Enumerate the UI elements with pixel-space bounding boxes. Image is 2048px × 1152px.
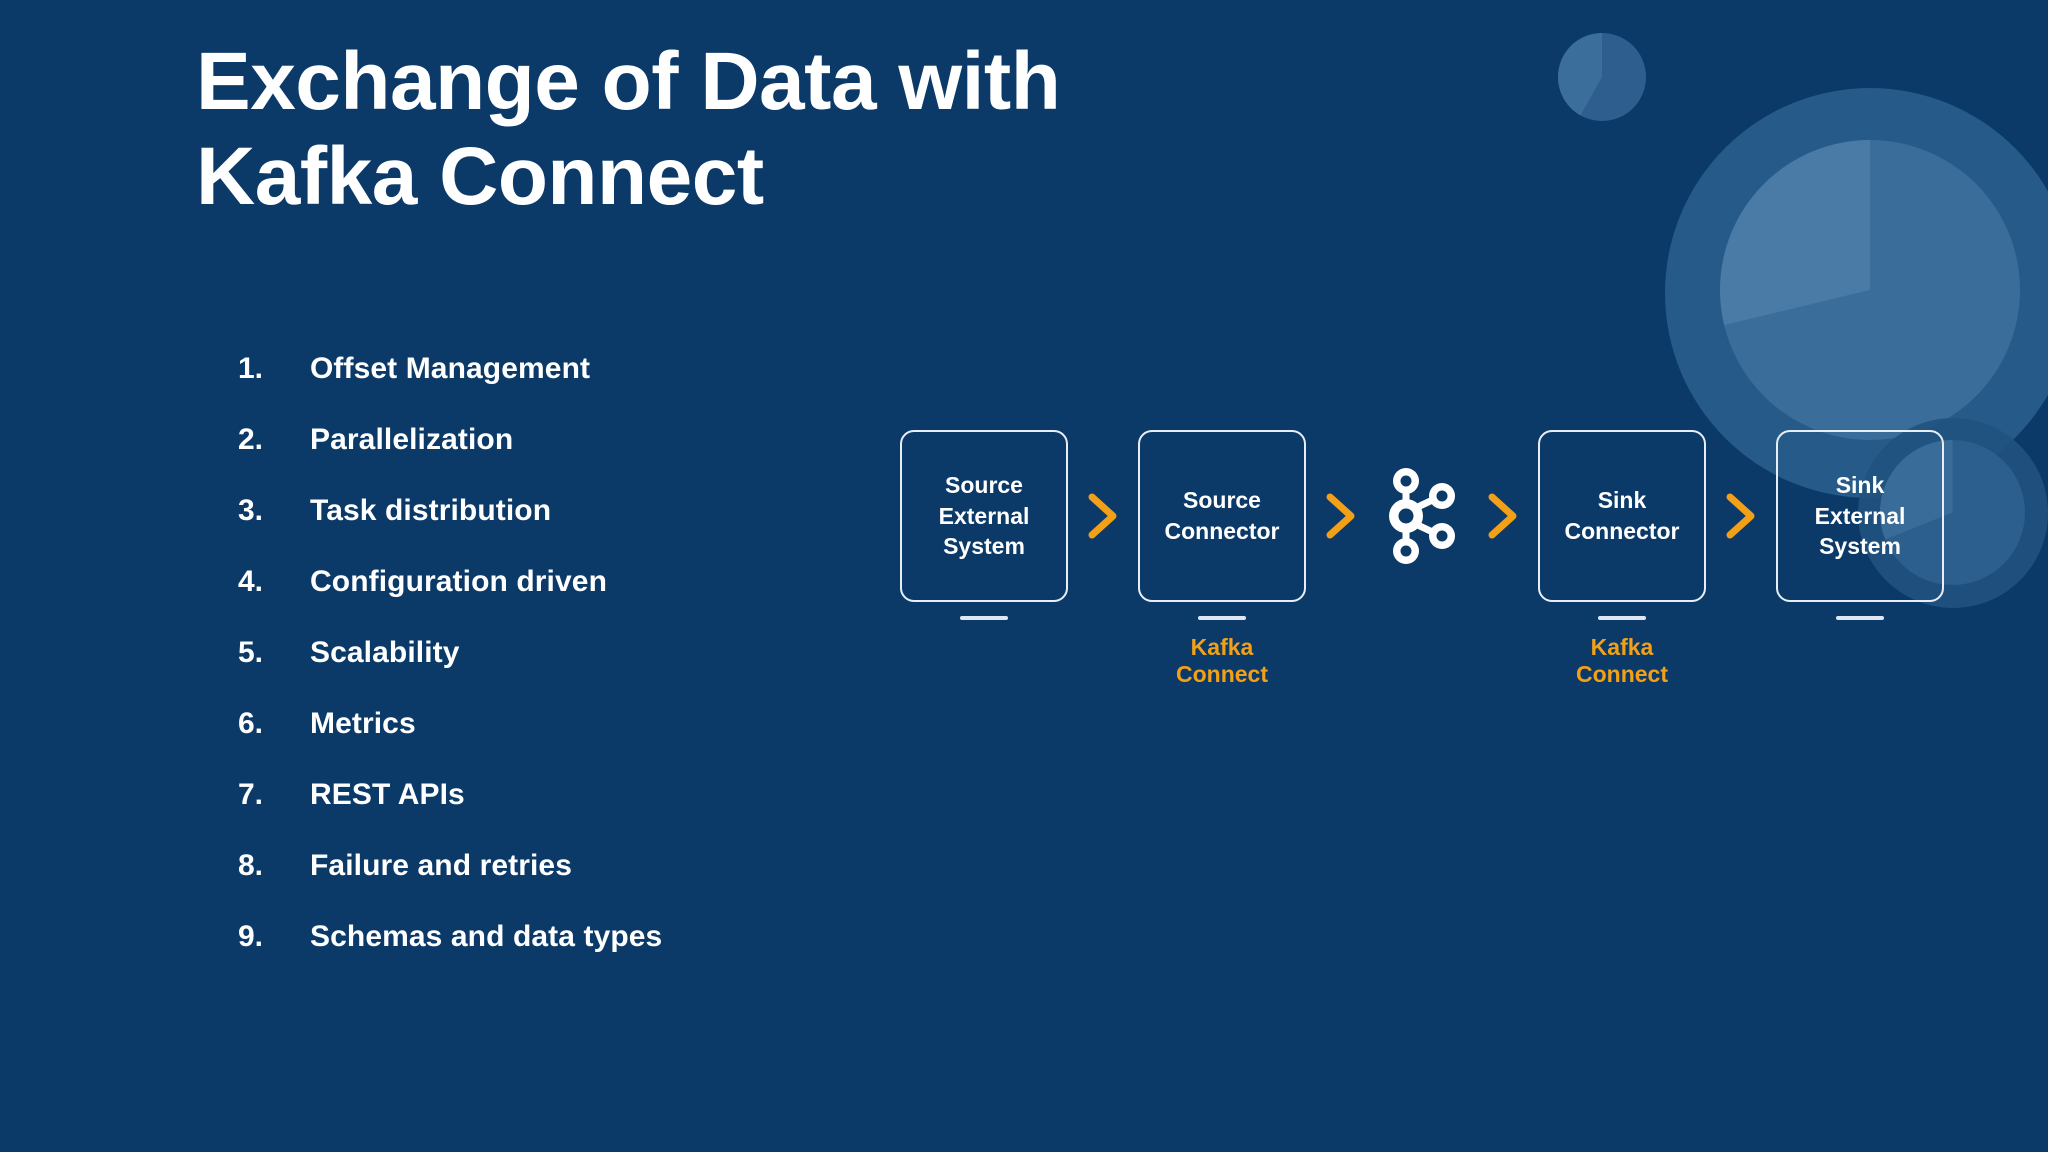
decorative-wedge-small (1558, 33, 1602, 121)
list-item: 3. Task distribution (238, 494, 938, 565)
list-item-number: 7. (238, 778, 264, 811)
flow-node-sublabel: Kafka Connect (1176, 634, 1268, 688)
list-item: 2. Parallelization (238, 423, 938, 494)
kafka-logo-icon (1376, 430, 1468, 602)
flow-node-dash (1598, 616, 1646, 620)
flow-node-sublabel: Kafka Connect (1576, 634, 1668, 688)
list-item-number: 3. (238, 494, 264, 527)
list-item-number: 2. (238, 423, 264, 456)
list-item: 5. Scalability (238, 636, 938, 707)
list-item: 7. REST APIs (238, 778, 938, 849)
list-item: 6. Metrics (238, 707, 938, 778)
flow-node-dash (960, 616, 1008, 620)
flow-node-source-external-system: Source External System (900, 430, 1068, 634)
list-item-number: 8. (238, 849, 264, 882)
list-item-label: Metrics (310, 707, 416, 740)
list-item-label: Schemas and data types (310, 920, 663, 953)
list-item: 8. Failure and retries (238, 849, 938, 920)
list-item-number: 9. (238, 920, 264, 953)
chevron-right-icon (1468, 430, 1538, 602)
list-item-label: Configuration driven (310, 565, 607, 598)
list-item-number: 4. (238, 565, 264, 598)
flow-node-dash (1836, 616, 1884, 620)
feature-list: 1. Offset Management 2. Parallelization … (238, 352, 938, 991)
list-item-label: Offset Management (310, 352, 591, 385)
list-item-label: Scalability (310, 636, 460, 669)
list-item-number: 1. (238, 352, 264, 385)
decorative-circle-small (1558, 33, 1646, 121)
flow-node-box: Source External System (900, 430, 1068, 602)
list-item-label: REST APIs (310, 778, 465, 811)
list-item-label: Task distribution (310, 494, 552, 527)
list-item: 4. Configuration driven (238, 565, 938, 636)
list-item: 1. Offset Management (238, 352, 938, 423)
list-item-number: 6. (238, 707, 264, 740)
chevron-right-icon (1706, 430, 1776, 602)
list-item-number: 5. (238, 636, 264, 669)
decorative-wedge-large (1720, 140, 1870, 326)
list-item-label: Parallelization (310, 423, 514, 456)
decorative-circle-large-inner (1720, 140, 2020, 440)
flow-node-box: Sink Connector (1538, 430, 1706, 602)
chevron-right-icon (1306, 430, 1376, 602)
flow-node-dash (1198, 616, 1246, 620)
flow-node-source-connector: Source Connector Kafka Connect (1138, 430, 1306, 688)
slide-title: Exchange of Data with Kafka Connect (196, 36, 1061, 223)
flow-node-box: Source Connector (1138, 430, 1306, 602)
list-item: 9. Schemas and data types (238, 920, 938, 991)
flow-node-sink-connector: Sink Connector Kafka Connect (1538, 430, 1706, 688)
flow-node-box: Sink External System (1776, 430, 1944, 602)
decorative-circle-behind-inner (1880, 440, 2025, 585)
flow-node-sink-external-system: Sink External System (1776, 430, 1944, 634)
list-item-label: Failure and retries (310, 849, 572, 882)
chevron-right-icon (1068, 430, 1138, 602)
kafka-connect-flow-diagram: Source External System Source Connector … (900, 430, 1944, 688)
